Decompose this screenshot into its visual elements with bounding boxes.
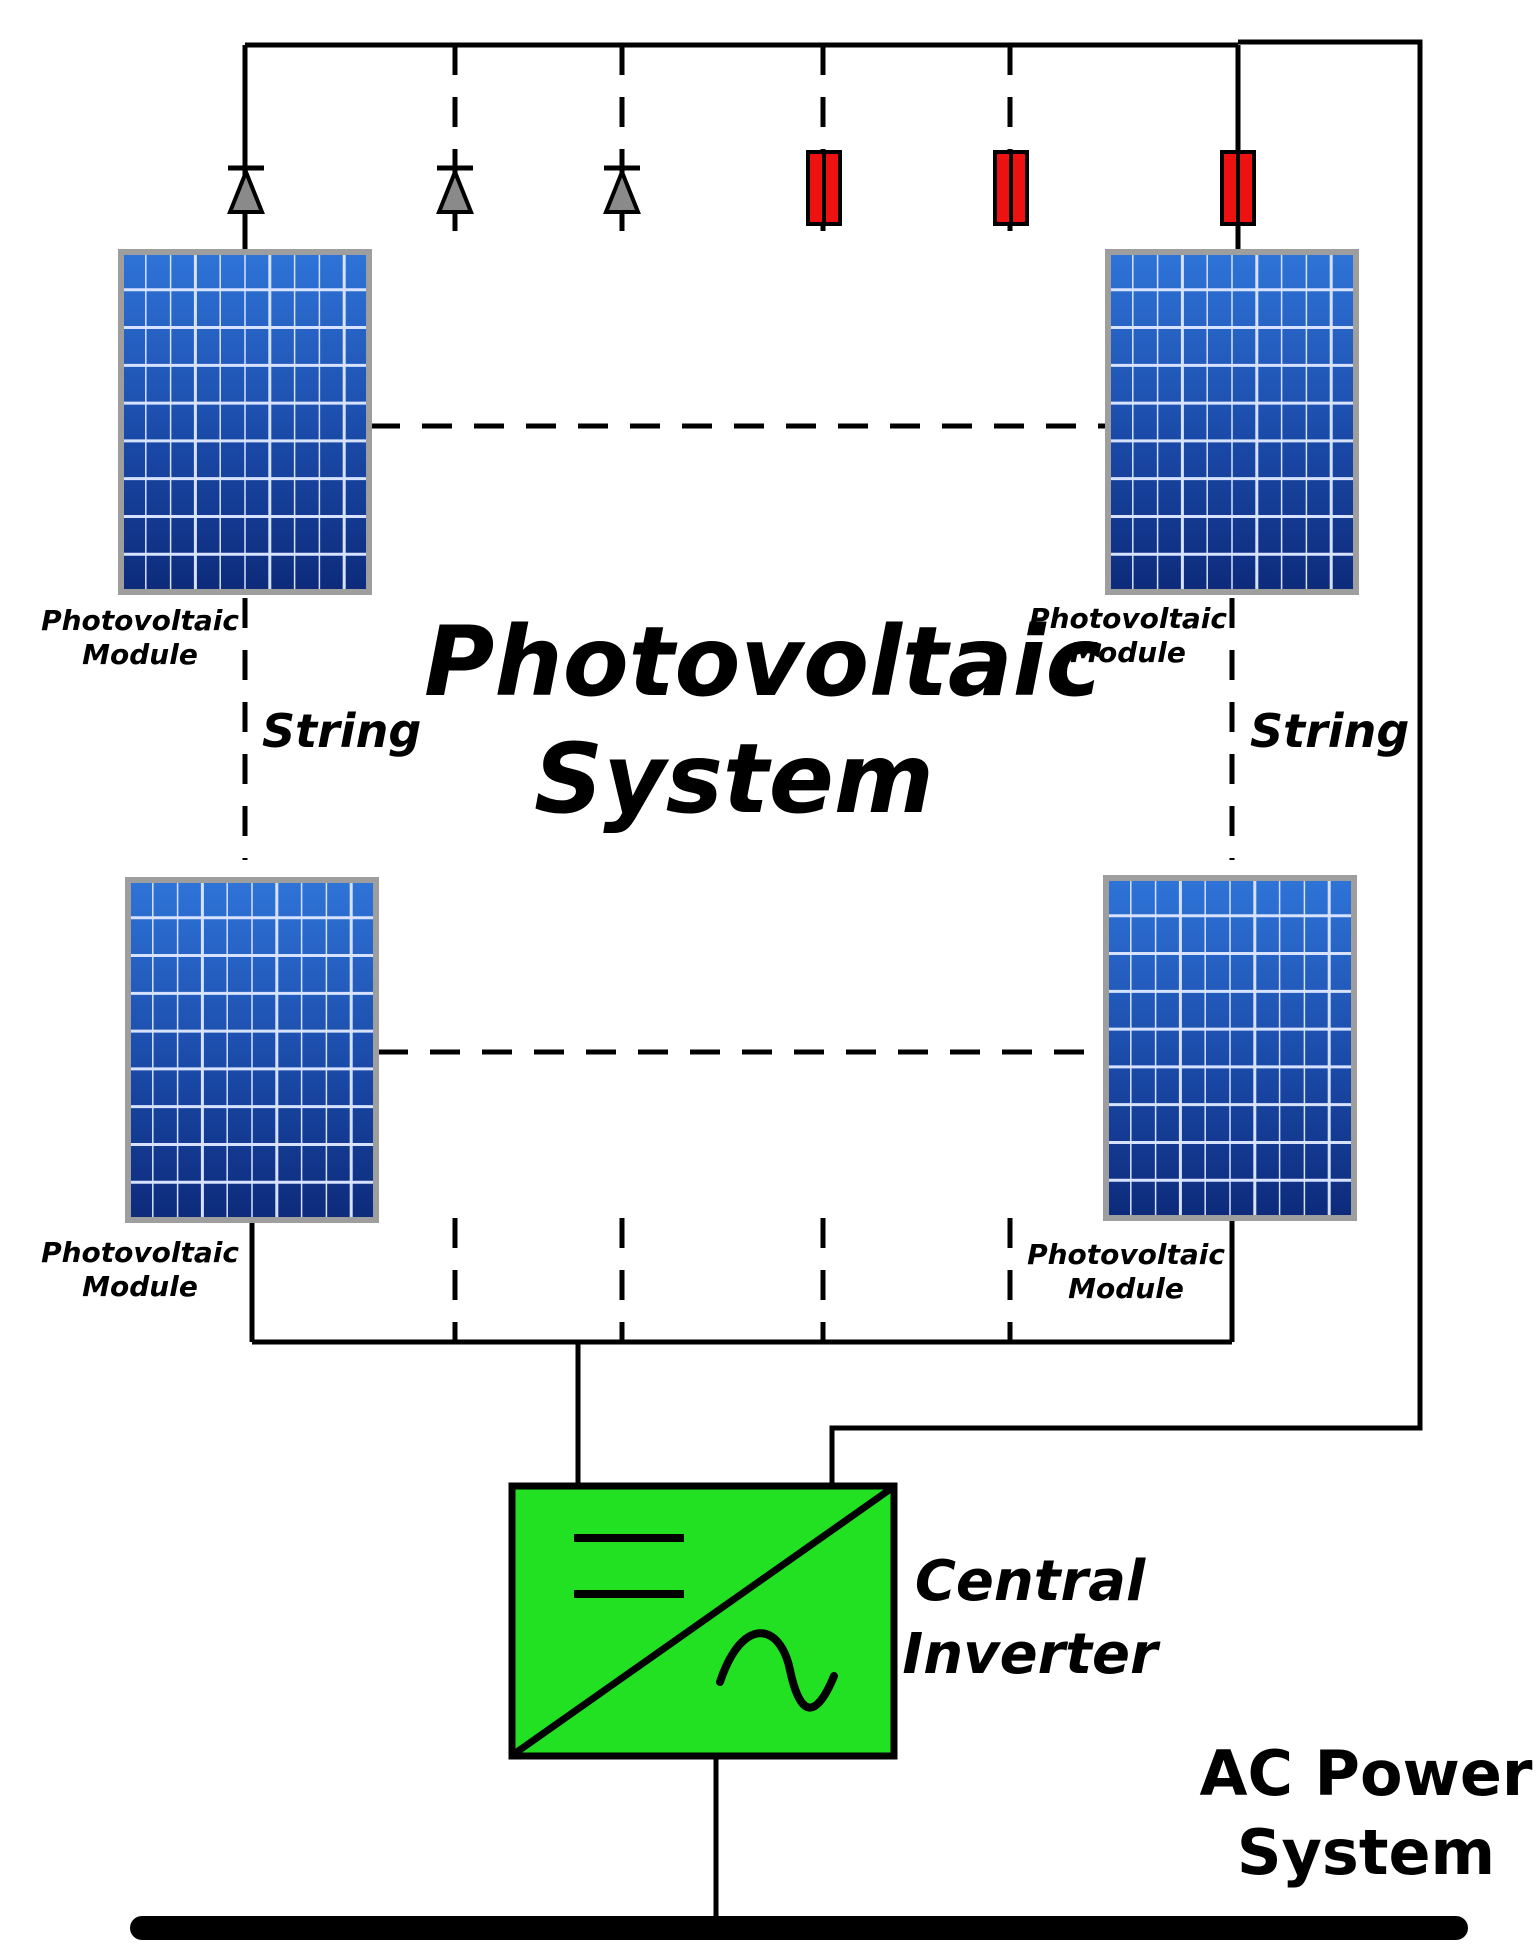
pv-module-bottom-left <box>125 877 379 1223</box>
inverter-label: Central Inverter <box>902 1549 1158 1687</box>
fuse-2 <box>993 150 1029 226</box>
module-label-bottom-right: Photovoltaic Module <box>1027 1238 1225 1305</box>
diagram-title: Photovoltaic System <box>424 606 1103 836</box>
pv-module-bottom-right <box>1103 875 1357 1221</box>
diode-2 <box>436 165 474 214</box>
module-label-bottom-left: Photovoltaic Module <box>41 1236 239 1303</box>
string-label-right: String <box>1250 704 1410 758</box>
pv-module-top-right <box>1105 249 1359 595</box>
panel-cells <box>131 883 373 1217</box>
module-label-top-left: Photovoltaic Module <box>41 604 239 671</box>
fuse-1 <box>806 150 842 226</box>
solid-wires <box>242 39 1423 1928</box>
diode-1 <box>227 165 265 214</box>
diode-3 <box>603 165 641 214</box>
module-label-top-right: Photovoltaic Module <box>1029 602 1227 669</box>
panel-cells <box>124 255 366 589</box>
protection-devices <box>227 150 1256 226</box>
sine-wave-icon <box>716 1629 838 1712</box>
central-inverter <box>508 1482 898 1760</box>
fuse-3 <box>1220 150 1256 226</box>
pv-module-top-left <box>118 249 372 595</box>
panel-cells <box>1111 255 1353 589</box>
dc-symbol-icon <box>574 1534 684 1598</box>
string-label-left: String <box>262 704 422 758</box>
ac-power-system-label: AC Power System <box>1199 1737 1533 1890</box>
panel-cells <box>1109 881 1351 1215</box>
